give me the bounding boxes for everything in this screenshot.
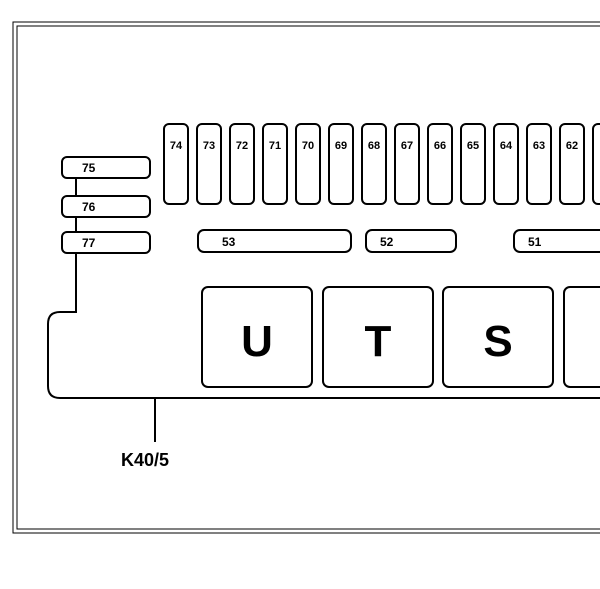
fuse-label: 73 <box>203 140 215 152</box>
vertical-fuse-72: 72 <box>229 123 255 205</box>
fuse-label: 68 <box>368 140 380 152</box>
vertical-fuse-65: 65 <box>460 123 486 205</box>
vertical-fuse-row: 74 73 72 71 70 69 68 67 66 65 64 63 62 <box>163 123 600 205</box>
outer-frame <box>12 21 600 534</box>
vertical-fuse-73: 73 <box>196 123 222 205</box>
fuse-label: 64 <box>500 140 513 152</box>
fuse-label: 66 <box>434 140 446 152</box>
vertical-fuse-71: 71 <box>262 123 288 205</box>
vertical-fuse-69: 69 <box>328 123 354 205</box>
vertical-fuse-62: 62 <box>559 123 585 205</box>
relay-s: S <box>442 286 554 388</box>
relay-u: U <box>201 286 313 388</box>
relay-partial <box>563 286 600 388</box>
vertical-fuse-68: 68 <box>361 123 387 205</box>
fuse-label: 52 <box>380 235 394 249</box>
fuse-label: 53 <box>222 235 236 249</box>
fuse-label: 70 <box>302 140 314 152</box>
inner-frame <box>16 25 600 530</box>
fuse-label: 72 <box>236 140 248 152</box>
fuse-label: 74 <box>170 140 183 152</box>
left-fuse-77: 77 <box>61 231 151 254</box>
horizontal-fuse-53: 53 <box>197 229 352 253</box>
fuse-label: 76 <box>82 200 96 214</box>
relay-t: T <box>322 286 434 388</box>
fuse-box-housing <box>47 252 600 399</box>
fuse-label: 69 <box>335 140 347 152</box>
vertical-fuse-67: 67 <box>394 123 420 205</box>
relay-label: U <box>241 317 273 366</box>
fuse-label: 62 <box>566 140 578 152</box>
fuse-label: 63 <box>533 140 545 152</box>
relay-label: T <box>365 317 392 366</box>
left-fuse-column: 75 76 77 <box>61 156 151 254</box>
vertical-fuse-partial <box>592 123 600 205</box>
vertical-fuse-70: 70 <box>295 123 321 205</box>
left-fuse-75: 75 <box>61 156 151 179</box>
component-label: K40/5 <box>121 450 169 470</box>
fuse-label: 65 <box>467 140 479 152</box>
vertical-fuse-63: 63 <box>526 123 552 205</box>
horizontal-fuse-51: 51 <box>513 229 600 253</box>
relay-label: S <box>483 317 512 366</box>
vertical-fuse-64: 64 <box>493 123 519 205</box>
fuse-label: 51 <box>528 235 542 249</box>
horizontal-fuse-52: 52 <box>365 229 457 253</box>
fuse-label: 75 <box>82 161 96 175</box>
vertical-fuse-74: 74 <box>163 123 189 205</box>
vertical-fuse-66: 66 <box>427 123 453 205</box>
left-fuse-76: 76 <box>61 195 151 218</box>
fuse-label: 77 <box>82 236 96 250</box>
fuse-label: 67 <box>401 140 413 152</box>
fuse-label: 71 <box>269 140 281 152</box>
